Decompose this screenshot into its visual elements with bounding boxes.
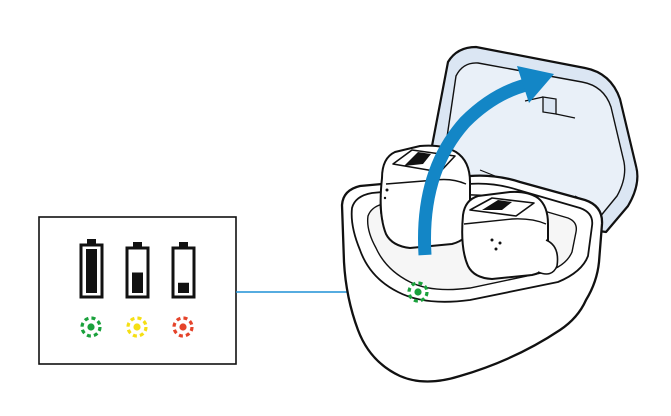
led-icons — [80, 316, 194, 338]
earbud-logo-icon — [482, 200, 512, 210]
battery-cap — [87, 239, 96, 245]
battery-cap — [179, 242, 188, 248]
earbud-logo-icon — [404, 152, 431, 166]
curved-arrow-up-icon — [418, 66, 554, 256]
battery-icons — [79, 239, 196, 299]
battery-legend-panel — [38, 216, 237, 365]
battery-fill — [86, 249, 97, 293]
battery-icon-low — [171, 242, 196, 299]
battery-icon-half — [125, 242, 150, 299]
lid-hinge — [542, 96, 557, 115]
battery-cap — [133, 242, 142, 248]
led-red-icon — [172, 316, 194, 338]
earbud-right — [461, 190, 559, 280]
led-yellow-icon — [126, 316, 148, 338]
led-green-icon — [80, 316, 102, 338]
battery-fill — [178, 282, 189, 293]
battery-fill — [132, 272, 143, 293]
battery-icon-full — [79, 239, 104, 299]
case-status-led-icon — [407, 281, 429, 303]
